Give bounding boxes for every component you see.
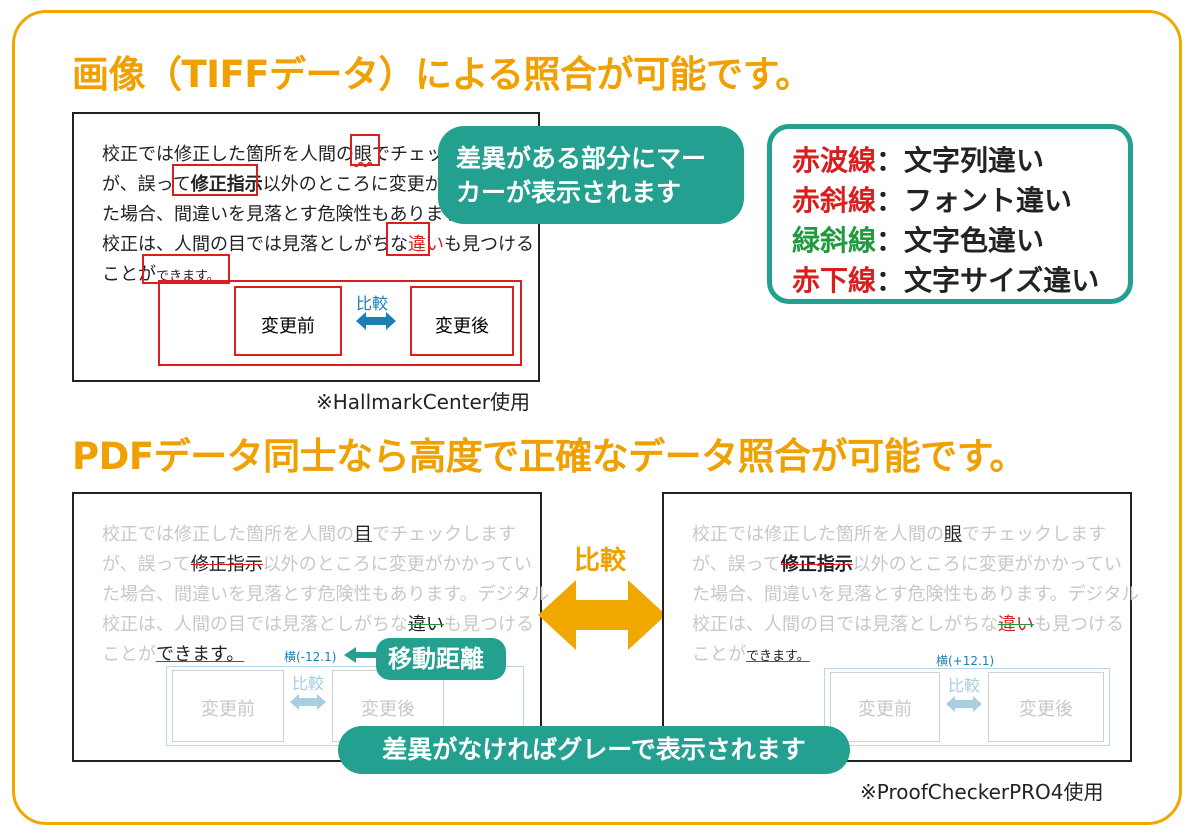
caption-hallmark: ※HallmarkCenter使用 — [316, 390, 531, 414]
legend-term: 赤波線 — [792, 144, 877, 177]
offset-label-right: 横(+12.1) — [936, 654, 995, 668]
tiff-line-2: が、誤って修正指示以外のところに変更がか — [102, 174, 461, 195]
pdf-left-line-2: が、誤って修正指示以外のところに変更がかかってい — [102, 554, 532, 575]
legend-row-3: 緑斜線：文字色違い — [792, 224, 1045, 257]
pdf-right-line-2: が、誤って修正指示以外のところに変更がかかってい — [692, 554, 1122, 575]
pdf-left-line-3: た場合、間違いを見落とす危険性もあります。デジタル — [102, 584, 550, 605]
legend-row-1: 赤波線：文字列違い — [792, 144, 1045, 177]
pdf-right-line-3: た場合、間違いを見落とす危険性もあります。デジタル — [692, 584, 1140, 605]
diff-marker-dekimasu — [142, 254, 230, 284]
legend-row-4: 赤下線：文字サイズ違い — [792, 264, 1100, 297]
heading-tiff: 画像（TIFFデータ）による照合が可能です。 — [72, 53, 812, 96]
pdf-right-line-4: 校正は、人間の目では見落としがちな違いも見つける — [692, 614, 1124, 635]
tiff-compare-area — [158, 280, 522, 366]
compare-label: 比較 — [574, 546, 627, 576]
pdf-document-after: 校正では修正した箇所を人間の眼でチェックします が、誤って修正指示以外のところに… — [662, 492, 1139, 762]
pdf-right-line-1: 校正では修正した箇所を人間の眼でチェックします — [692, 524, 1106, 545]
diff-marker-difference — [386, 222, 430, 256]
tiff-box-after: 変更後 — [410, 286, 514, 356]
pdf-document-before: 校正では修正した箇所を人間の目でチェックします が、誤って修正指示以外のところに… — [72, 492, 549, 762]
pdf-right-line-5: ことができます。 — [692, 644, 810, 665]
legend-term: 赤下線 — [792, 264, 877, 297]
pdf-left-compare-label: 比較 — [292, 674, 325, 693]
tiff-document: 校正では修正した箇所を人間の眼でチェッ が、誤って修正指示以外のところに変更がか… — [72, 112, 540, 382]
outer-frame — [12, 10, 1182, 825]
tiff-compare-arrow — [356, 312, 396, 330]
tiff-box-before: 変更前 — [234, 286, 342, 356]
diff-marker-instruction — [172, 164, 258, 196]
pdf-left-line-5: ことができます。 — [102, 644, 245, 665]
pdf-left-line-4: 校正は、人間の目では見落としがちな違いも見つける — [102, 614, 534, 635]
tiff-line-3: た場合、間違いを見落とす危険性もあります。 — [102, 204, 478, 225]
caption-proofchecker: ※ProofCheckerPRO4使用 — [860, 780, 1104, 804]
tiff-line-4: 校正は、人間の目では見落としがちな違いも見つける — [102, 234, 534, 255]
heading-pdf: PDFデータ同士なら高度で正確なデータ照合が可能です。 — [72, 435, 1026, 478]
pdf-left-line-1: 校正では修正した箇所を人間の目でチェックします — [102, 524, 516, 545]
pdf-left-compare-arrow — [290, 694, 326, 710]
offset-label-left: 横(-12.1) — [284, 650, 337, 664]
bubble-move-distance: 移動距離 — [376, 638, 506, 680]
tiff-compare-label: 比較 — [356, 294, 389, 313]
tiff-line-1: 校正では修正した箇所を人間の眼でチェッ — [102, 144, 444, 165]
legend-term: 赤斜線 — [792, 184, 877, 217]
legend-row-2: 赤斜線：フォント違い — [792, 184, 1073, 217]
pdf-right-compare-arrow — [946, 696, 982, 712]
bubble-marker-info: 差異がある部分にマーカーが表示されます — [438, 126, 744, 224]
pdf-right-compare-label: 比較 — [948, 676, 981, 695]
legend-box: 赤波線：文字列違い 赤斜線：フォント違い 緑斜線：文字色違い 赤下線：文字サイズ… — [767, 124, 1133, 304]
compare-double-arrow — [538, 580, 666, 650]
pdf-right-box-before: 変更前 — [830, 672, 940, 742]
pdf-right-compare-area — [824, 668, 1110, 746]
diff-marker-eye — [350, 134, 380, 166]
pdf-left-box-before: 変更前 — [172, 670, 284, 742]
legend-term: 緑斜線 — [792, 224, 877, 257]
move-arrow-icon — [344, 647, 384, 663]
bubble-gray-info: 差異がなければグレーで表示されます — [338, 726, 850, 774]
pdf-right-box-after: 変更後 — [988, 672, 1104, 742]
